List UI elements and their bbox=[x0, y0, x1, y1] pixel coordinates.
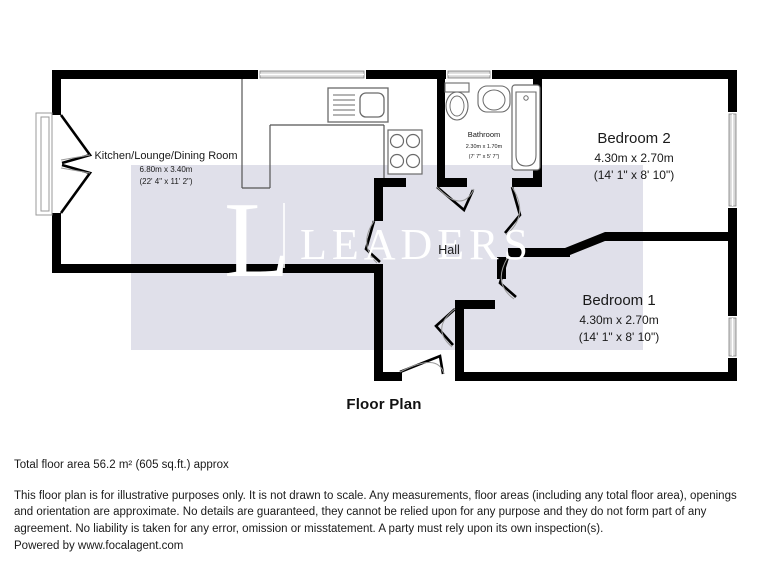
floor-plan-drawing: L LEADERS Kitchen/Lounge/Dining Room 6.8… bbox=[35, 70, 737, 413]
room-dim-metric: 6.80m x 3.40m bbox=[140, 165, 193, 174]
room-dim-imperial: (14' 1" x 8' 10") bbox=[579, 330, 659, 344]
room-dim-metric: 4.30m x 2.70m bbox=[594, 151, 673, 165]
watermark-band bbox=[131, 165, 643, 350]
french-doors bbox=[35, 112, 93, 216]
room-dim-metric: 2.30m x 1.70m bbox=[466, 144, 503, 150]
door-bedroom-1 bbox=[498, 256, 517, 300]
room-name: Kitchen/Lounge/Dining Room bbox=[94, 150, 237, 162]
floor-plan-svg: L LEADERS Kitchen/Lounge/Dining Room 6.8… bbox=[35, 70, 737, 381]
watermark-monogram: L bbox=[224, 181, 290, 300]
window-bedroom-1 bbox=[728, 316, 737, 358]
brand-watermark: L LEADERS bbox=[224, 181, 533, 300]
kitchen-sink bbox=[327, 87, 389, 123]
room-name: Bedroom 1 bbox=[582, 292, 655, 309]
room-label-bedroom-1: Bedroom 1 4.30m x 2.70m (14' 1" x 8' 10"… bbox=[579, 292, 659, 344]
room-label-bedroom-2: Bedroom 2 4.30m x 2.70m (14' 1" x 8' 10"… bbox=[594, 130, 674, 182]
window-bathroom bbox=[446, 70, 492, 79]
window-kitchen bbox=[258, 70, 366, 79]
bathtub-fixture bbox=[511, 84, 541, 171]
disclaimer-text: This floor plan is for illustrative purp… bbox=[14, 489, 737, 535]
room-dim-metric: 4.30m x 2.70m bbox=[579, 313, 658, 327]
wash-basin-fixture bbox=[477, 85, 511, 113]
door-kitchen-lounge bbox=[364, 220, 381, 264]
plan-title: Floor Plan bbox=[346, 396, 422, 413]
total-floor-area: Total floor area 56.2 m² (605 sq.ft.) ap… bbox=[14, 459, 229, 471]
toilet-fixture bbox=[444, 82, 470, 121]
powered-by: Powered by www.focalagent.com bbox=[14, 539, 184, 552]
room-dim-imperial: (14' 1" x 8' 10") bbox=[594, 168, 674, 182]
footer: Total floor area 56.2 m² (605 sq.ft.) ap… bbox=[14, 458, 752, 554]
room-dim-imperial: (22' 4" x 11' 2") bbox=[139, 177, 192, 186]
watermark-brand: LEADERS bbox=[300, 220, 533, 269]
kitchen-hob bbox=[387, 129, 423, 175]
room-name: Hall bbox=[438, 243, 460, 257]
window-bedroom-2 bbox=[728, 112, 737, 208]
door-swings bbox=[364, 186, 522, 375]
room-name: Bathroom bbox=[468, 130, 501, 139]
room-label-kitchen-lounge-dining: Kitchen/Lounge/Dining Room 6.80m x 3.40m… bbox=[94, 150, 237, 186]
door-bathroom bbox=[436, 186, 475, 213]
door-bedroom-2 bbox=[504, 186, 522, 236]
kitchen-counter-lines bbox=[241, 79, 385, 189]
room-label-hall: Hall bbox=[438, 243, 460, 257]
door-cupboard bbox=[434, 308, 456, 348]
room-label-bathroom: Bathroom 2.30m x 1.70m (7' 7" x 5' 7") bbox=[466, 130, 503, 160]
door-entrance bbox=[399, 354, 445, 375]
room-dim-imperial: (7' 7" x 5' 7") bbox=[469, 154, 500, 160]
room-name: Bedroom 2 bbox=[597, 130, 670, 147]
